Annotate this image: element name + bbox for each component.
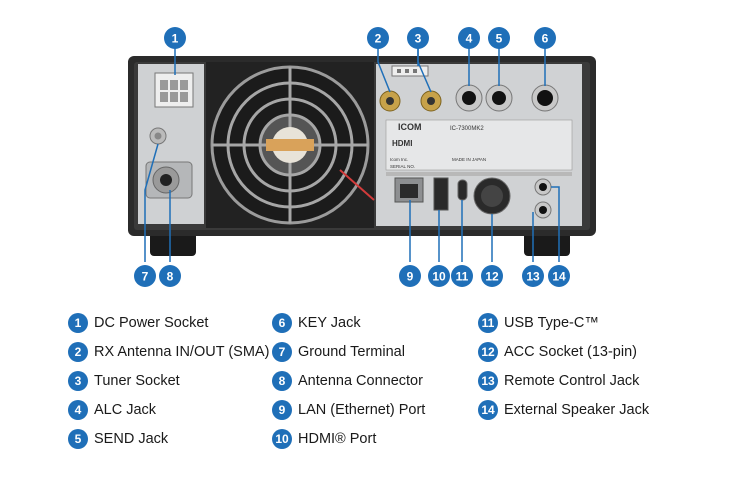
callout-5: 5 [488, 27, 510, 49]
legend-label: KEY Jack [298, 315, 361, 331]
legend-item-6: 6 KEY Jack [272, 312, 361, 334]
legend-label: Antenna Connector [298, 373, 423, 389]
legend-label: ACC Socket (13-pin) [504, 344, 637, 360]
model-text: IC-7300MK2 [450, 126, 484, 132]
callout-7: 7 [134, 265, 156, 287]
callout-13: 13 [522, 265, 544, 287]
legend-label: USB Type-C™ [504, 315, 599, 331]
callout-1: 1 [164, 27, 186, 49]
legend-number-badge: 10 [272, 429, 292, 449]
callout-number: 3 [415, 32, 422, 46]
legend-number-badge: 12 [478, 342, 498, 362]
legend-number-badge: 14 [478, 400, 498, 420]
alc-jack [455, 84, 483, 112]
callout-10: 10 [428, 265, 450, 287]
legend-number-badge: 9 [272, 400, 292, 420]
remote-control-jack [534, 201, 552, 219]
callout-number: 11 [456, 270, 469, 284]
legend-label: External Speaker Jack [504, 402, 650, 418]
legend-item-12: 12 ACC Socket (13-pin) [478, 341, 637, 363]
callout-12: 12 [481, 265, 503, 287]
external-speaker-jack [534, 178, 552, 196]
tuner-socket [391, 65, 429, 77]
callout-9: 9 [399, 265, 421, 287]
legend-number-badge: 11 [478, 313, 498, 333]
legend-item-11: 11 USB Type-C™ [478, 312, 599, 334]
callout-number: 4 [466, 32, 473, 46]
rx-antenna-sma [379, 90, 442, 112]
serial-text: SERIAL NO. [390, 164, 415, 169]
legend-label: Remote Control Jack [504, 373, 640, 389]
legend-number-badge: 3 [68, 371, 88, 391]
callout-number: 6 [542, 32, 549, 46]
legend-number-badge: 13 [478, 371, 498, 391]
legend-number-badge: 1 [68, 313, 88, 333]
company-text: Icom Inc. [390, 157, 408, 162]
send-jack [485, 84, 513, 112]
leader-lines [144, 48, 560, 262]
legend-item-14: 14 External Speaker Jack [478, 399, 649, 421]
cooling-fan [206, 62, 375, 228]
legend-number-badge: 6 [272, 313, 292, 333]
callout-number: 1 [172, 32, 179, 46]
callout-number: 13 [526, 270, 540, 284]
legend-label: ALC Jack [94, 402, 157, 418]
legend-item-9: 9 LAN (Ethernet) Port [272, 399, 425, 421]
callout-2: 2 [367, 27, 389, 49]
brand-text: ICOM [398, 122, 422, 132]
callout-number: 14 [552, 270, 566, 284]
legend-number-badge: 2 [68, 342, 88, 362]
callout-number: 9 [407, 270, 414, 284]
legend-item-3: 3 Tuner Socket [68, 370, 180, 392]
legend-label: SEND Jack [94, 431, 169, 447]
legend-item-5: 5 SEND Jack [68, 428, 168, 450]
legend-item-8: 8 Antenna Connector [272, 370, 423, 392]
made-in-text: MADE IN JAPAN [452, 157, 486, 162]
acc-socket [473, 177, 511, 215]
legend-item-1: 1 DC Power Socket [68, 312, 208, 334]
hdmi-logo-text: HDMI [392, 139, 412, 148]
key-jack [531, 84, 559, 112]
legend-label: LAN (Ethernet) Port [298, 402, 426, 418]
dc-power-socket [154, 72, 194, 108]
callout-3: 3 [407, 27, 429, 49]
legend-label: HDMI® Port [298, 431, 377, 447]
hdmi-port [433, 177, 449, 211]
antenna-connector [145, 161, 193, 199]
legend-label: Tuner Socket [94, 373, 180, 389]
callout-number: 2 [375, 32, 382, 46]
callout-number: 5 [496, 32, 503, 46]
legend-number-badge: 5 [68, 429, 88, 449]
callout-8: 8 [159, 265, 181, 287]
legend-number-badge: 4 [68, 400, 88, 420]
legend-item-13: 13 Remote Control Jack [478, 370, 639, 392]
legend-label: DC Power Socket [94, 315, 209, 331]
callout-number: 10 [432, 270, 446, 284]
callout-11: 11 [451, 265, 473, 287]
callout-number: 12 [485, 270, 499, 284]
legend-label: RX Antenna IN/OUT (SMA) [94, 344, 270, 360]
callout-number: 8 [167, 270, 174, 284]
legend-item-4: 4 ALC Jack [68, 399, 156, 421]
legend-item-2: 2 RX Antenna IN/OUT (SMA) [68, 341, 269, 363]
legend-number-badge: 8 [272, 371, 292, 391]
legend-item-7: 7 Ground Terminal [272, 341, 405, 363]
callout-14: 14 [548, 265, 570, 287]
legend-number-badge: 7 [272, 342, 292, 362]
callout-number: 7 [142, 270, 149, 284]
legend-label: Ground Terminal [298, 344, 405, 360]
legend-item-10: 10 HDMI® Port [272, 428, 376, 450]
lan-port [394, 177, 424, 203]
callout-6: 6 [534, 27, 556, 49]
callout-4: 4 [458, 27, 480, 49]
